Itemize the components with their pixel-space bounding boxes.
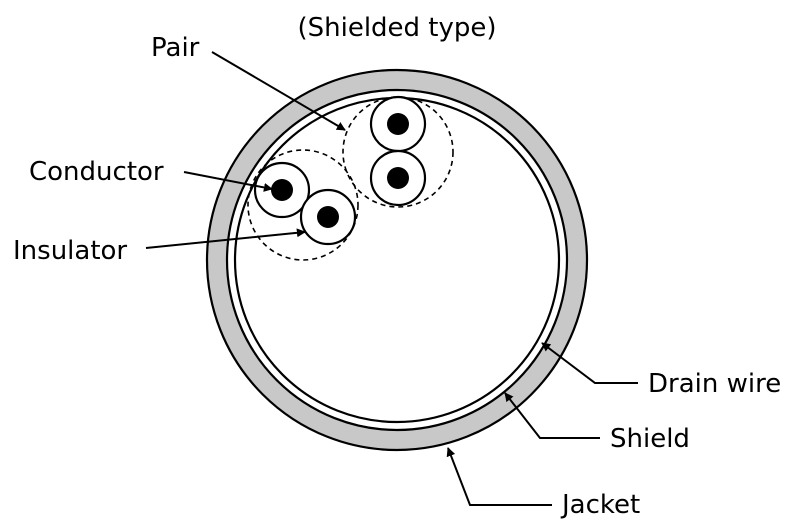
- leader-shield: [504, 392, 600, 439]
- wire-lower-left: [253, 161, 311, 219]
- pair-enclosure-lower: [247, 149, 359, 261]
- leader-insulator: [145, 228, 306, 249]
- diagram-title: (Shielded type): [297, 13, 496, 43]
- label-conductor: Conductor: [29, 157, 164, 187]
- conductor-lower-right: [317, 206, 339, 228]
- label-drain-wire: Drain wire: [648, 369, 781, 399]
- conductor-lower-left: [271, 179, 293, 201]
- wire-lower-right: [299, 188, 357, 246]
- leader-pair: [211, 51, 346, 131]
- label-jacket: Jacket: [560, 490, 640, 520]
- conductor-upper-bottom: [387, 167, 409, 189]
- label-pair: Pair: [151, 33, 200, 63]
- label-shield: Shield: [610, 424, 690, 454]
- wire-upper-bottom: [369, 149, 427, 207]
- pair-enclosure-upper: [342, 96, 454, 208]
- conductor-upper-top: [387, 113, 409, 135]
- leader-conductor: [183, 171, 273, 192]
- leader-drain-wire: [541, 342, 638, 384]
- leader-jacket: [446, 447, 552, 506]
- label-insulator: Insulator: [13, 236, 127, 266]
- wire-upper-top: [369, 95, 427, 153]
